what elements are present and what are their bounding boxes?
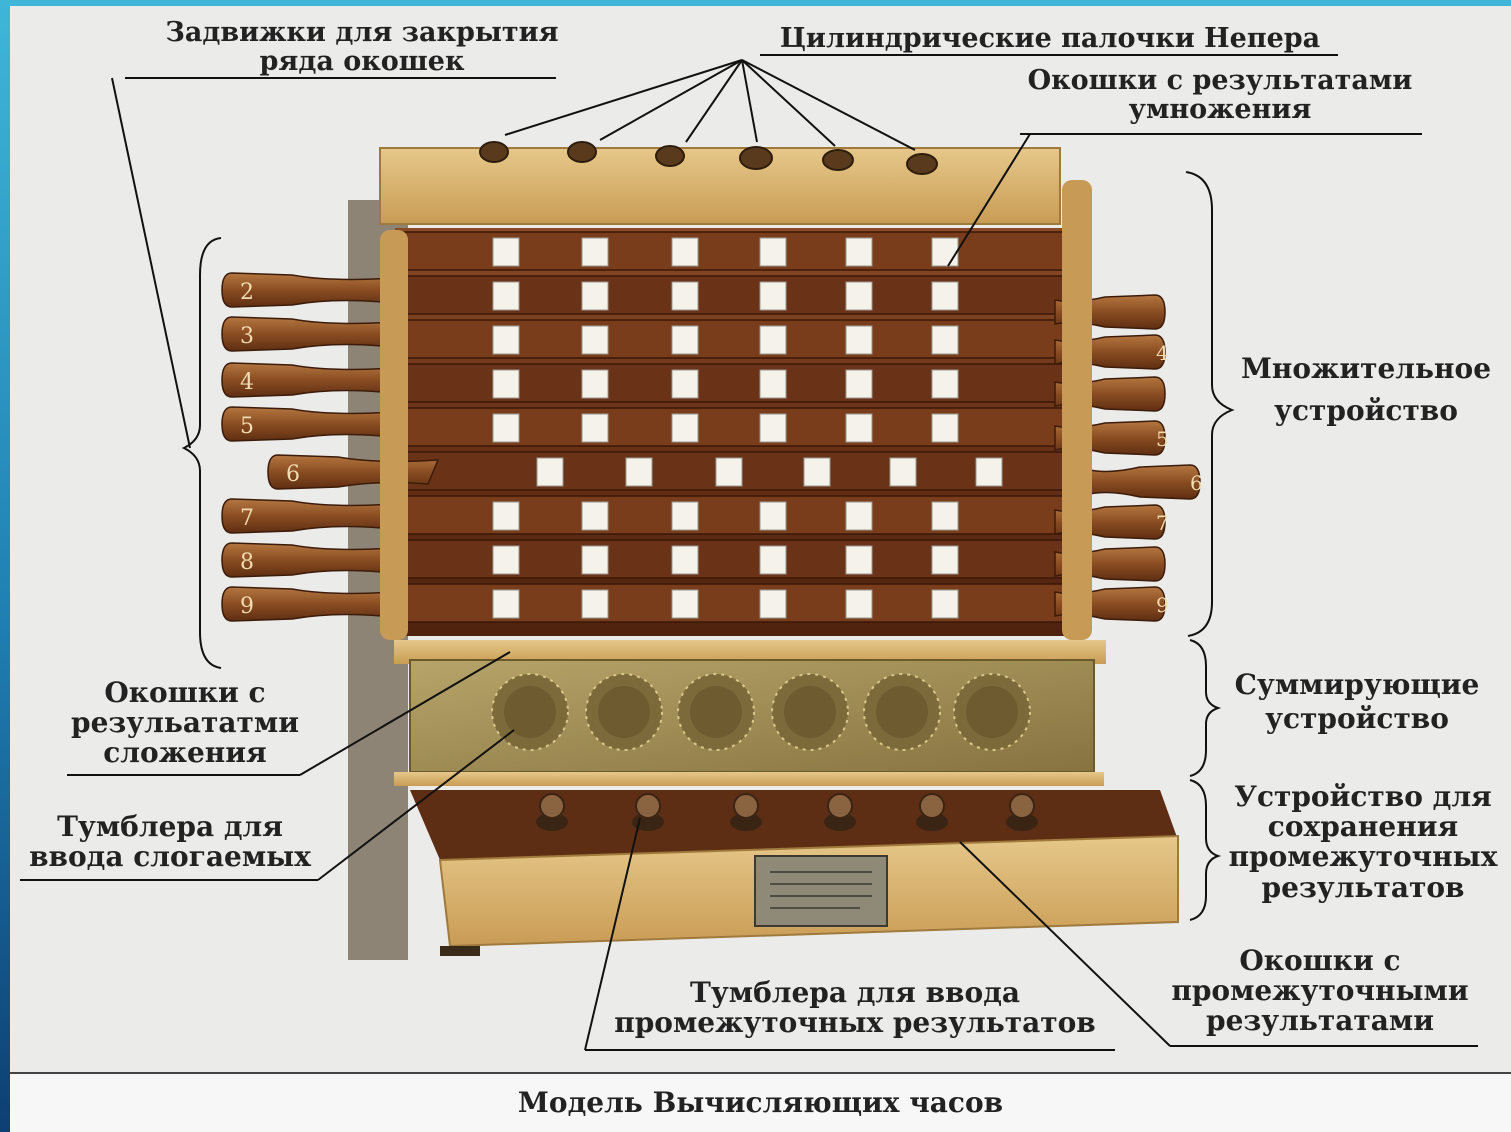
shutters-leader <box>112 78 190 448</box>
label-shutters: Задвижки для закрытия ряда окошек <box>120 18 604 76</box>
sum-brace <box>1190 640 1218 776</box>
mult-brace <box>1186 172 1232 636</box>
label-napier-rods: Цилиндрические палочки Непера <box>755 24 1345 53</box>
storage-brace <box>1190 780 1218 920</box>
label-addend-knobs: Тумблера для ввода слогаемых <box>20 812 320 872</box>
label-interm-knobs: Тумблера для ввода промежуточных результ… <box>590 978 1120 1038</box>
mult-windows-leader <box>948 134 1030 266</box>
label-interm-windows: Окошки с промежуточными результатами <box>1160 946 1480 1037</box>
label-mult-windows: Окошки с результатами умножения <box>1010 66 1430 124</box>
caption-rule <box>10 1072 1511 1074</box>
left-brace <box>184 238 221 668</box>
label-add-windows: Окошки с резульататми сложения <box>60 678 310 769</box>
label-sum-device: Суммирующие устройство <box>1222 668 1492 735</box>
label-mult-device: Множительное устройство <box>1228 348 1504 432</box>
label-storage-device: Устройство для сохранения промежуточных … <box>1216 782 1510 903</box>
addend-leader <box>318 730 514 880</box>
figure-caption: Модель Вычисляющих часов <box>10 1088 1511 1118</box>
